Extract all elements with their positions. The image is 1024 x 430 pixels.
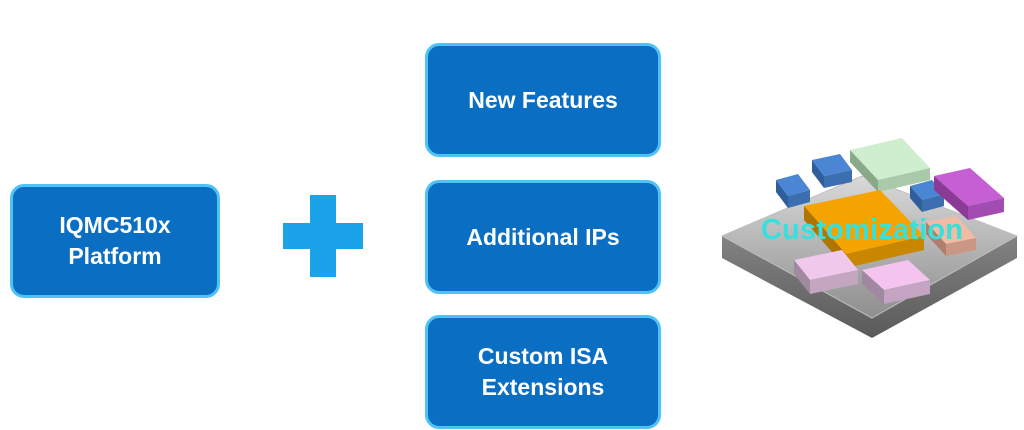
- platform-box: IQMC510x Platform: [10, 184, 220, 298]
- feature-box-new-features: New Features: [425, 43, 661, 157]
- feature-label: Custom ISA Extensions: [477, 343, 609, 400]
- chip-illustration: [720, 138, 1019, 338]
- chip-block-green: [850, 138, 930, 192]
- customization-label: Customization: [760, 214, 964, 246]
- chip-block-blue: [812, 154, 852, 188]
- feature-label: New Features: [468, 86, 618, 113]
- chip-block-pink: [862, 260, 930, 304]
- platform-label: IQMC510x Platform: [59, 212, 171, 269]
- plus-icon: [283, 195, 363, 277]
- chip-block-magenta: [934, 168, 1004, 220]
- feature-box-additional-ips: Additional IPs: [425, 180, 661, 294]
- chip-block-pink: [794, 250, 858, 294]
- feature-box-custom-isa: Custom ISA Extensions: [425, 315, 661, 429]
- feature-label: Additional IPs: [466, 223, 620, 250]
- chip-block-salmon: [926, 216, 976, 256]
- chip-block-blue: [776, 174, 810, 208]
